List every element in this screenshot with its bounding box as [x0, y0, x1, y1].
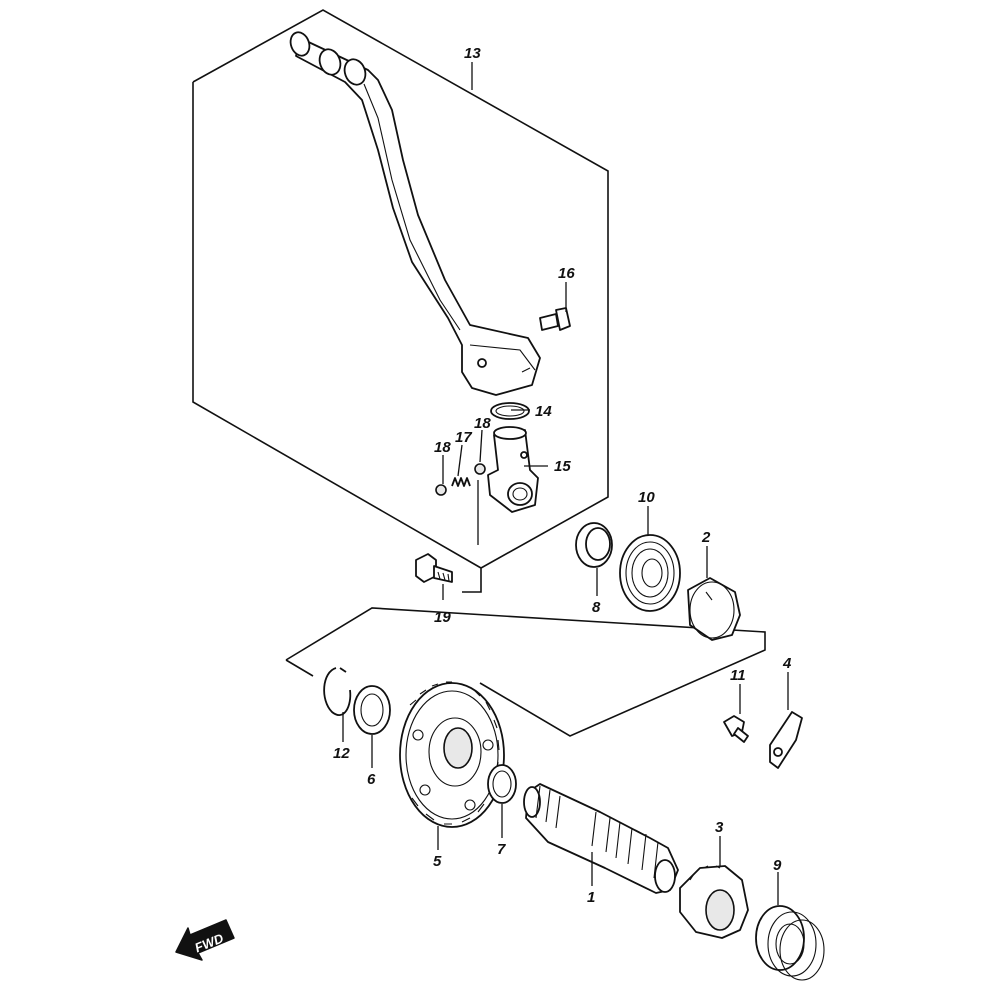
plate-4: [769, 711, 803, 769]
kick-spring-10: [619, 534, 681, 612]
bolt-16: [539, 307, 571, 331]
leader-lines: [342, 62, 789, 905]
flange-bolt-19: [415, 553, 453, 583]
label-1: 1: [587, 889, 595, 906]
oil-seal-8: [575, 522, 613, 568]
lower-group-outline: [285, 607, 766, 737]
upper-group-outline: [192, 9, 609, 593]
label-13: 13: [464, 45, 481, 62]
ball-18b: [474, 463, 486, 475]
washer-6: [353, 685, 391, 735]
label-8: 8: [592, 599, 601, 616]
ball-18a: [435, 484, 447, 496]
label-6: 6: [367, 771, 376, 788]
label-2: 2: [701, 529, 711, 546]
label-19: 19: [434, 609, 451, 626]
label-11: 11: [730, 667, 746, 684]
spring-17: [451, 477, 471, 487]
fwd-arrow-icon: FWD: [175, 919, 235, 961]
kick-gear-5: [399, 681, 505, 828]
label-9: 9: [773, 857, 782, 874]
label-16: 16: [558, 265, 575, 282]
spring-guide-2: [687, 577, 741, 641]
label-4: 4: [782, 655, 792, 672]
kick-lever: [289, 31, 541, 396]
kick-shaft-1: [523, 783, 679, 894]
o-ring-14: [490, 402, 530, 420]
spring-9: [755, 905, 825, 981]
bolt-11: [723, 715, 749, 743]
washer-7: [487, 764, 517, 804]
label-10: 10: [638, 489, 655, 506]
ratchet-3: [679, 865, 749, 939]
label-3: 3: [715, 819, 724, 836]
kick-boss-15: [487, 426, 539, 513]
label-7: 7: [497, 841, 506, 858]
label-12: 12: [333, 745, 350, 762]
label-18-right: 18: [474, 415, 491, 432]
label-5: 5: [433, 853, 442, 870]
label-17: 17: [455, 429, 472, 446]
label-18-left: 18: [434, 439, 451, 456]
circlip-12: [323, 667, 352, 716]
label-14: 14: [535, 403, 552, 420]
label-15: 15: [554, 458, 571, 475]
